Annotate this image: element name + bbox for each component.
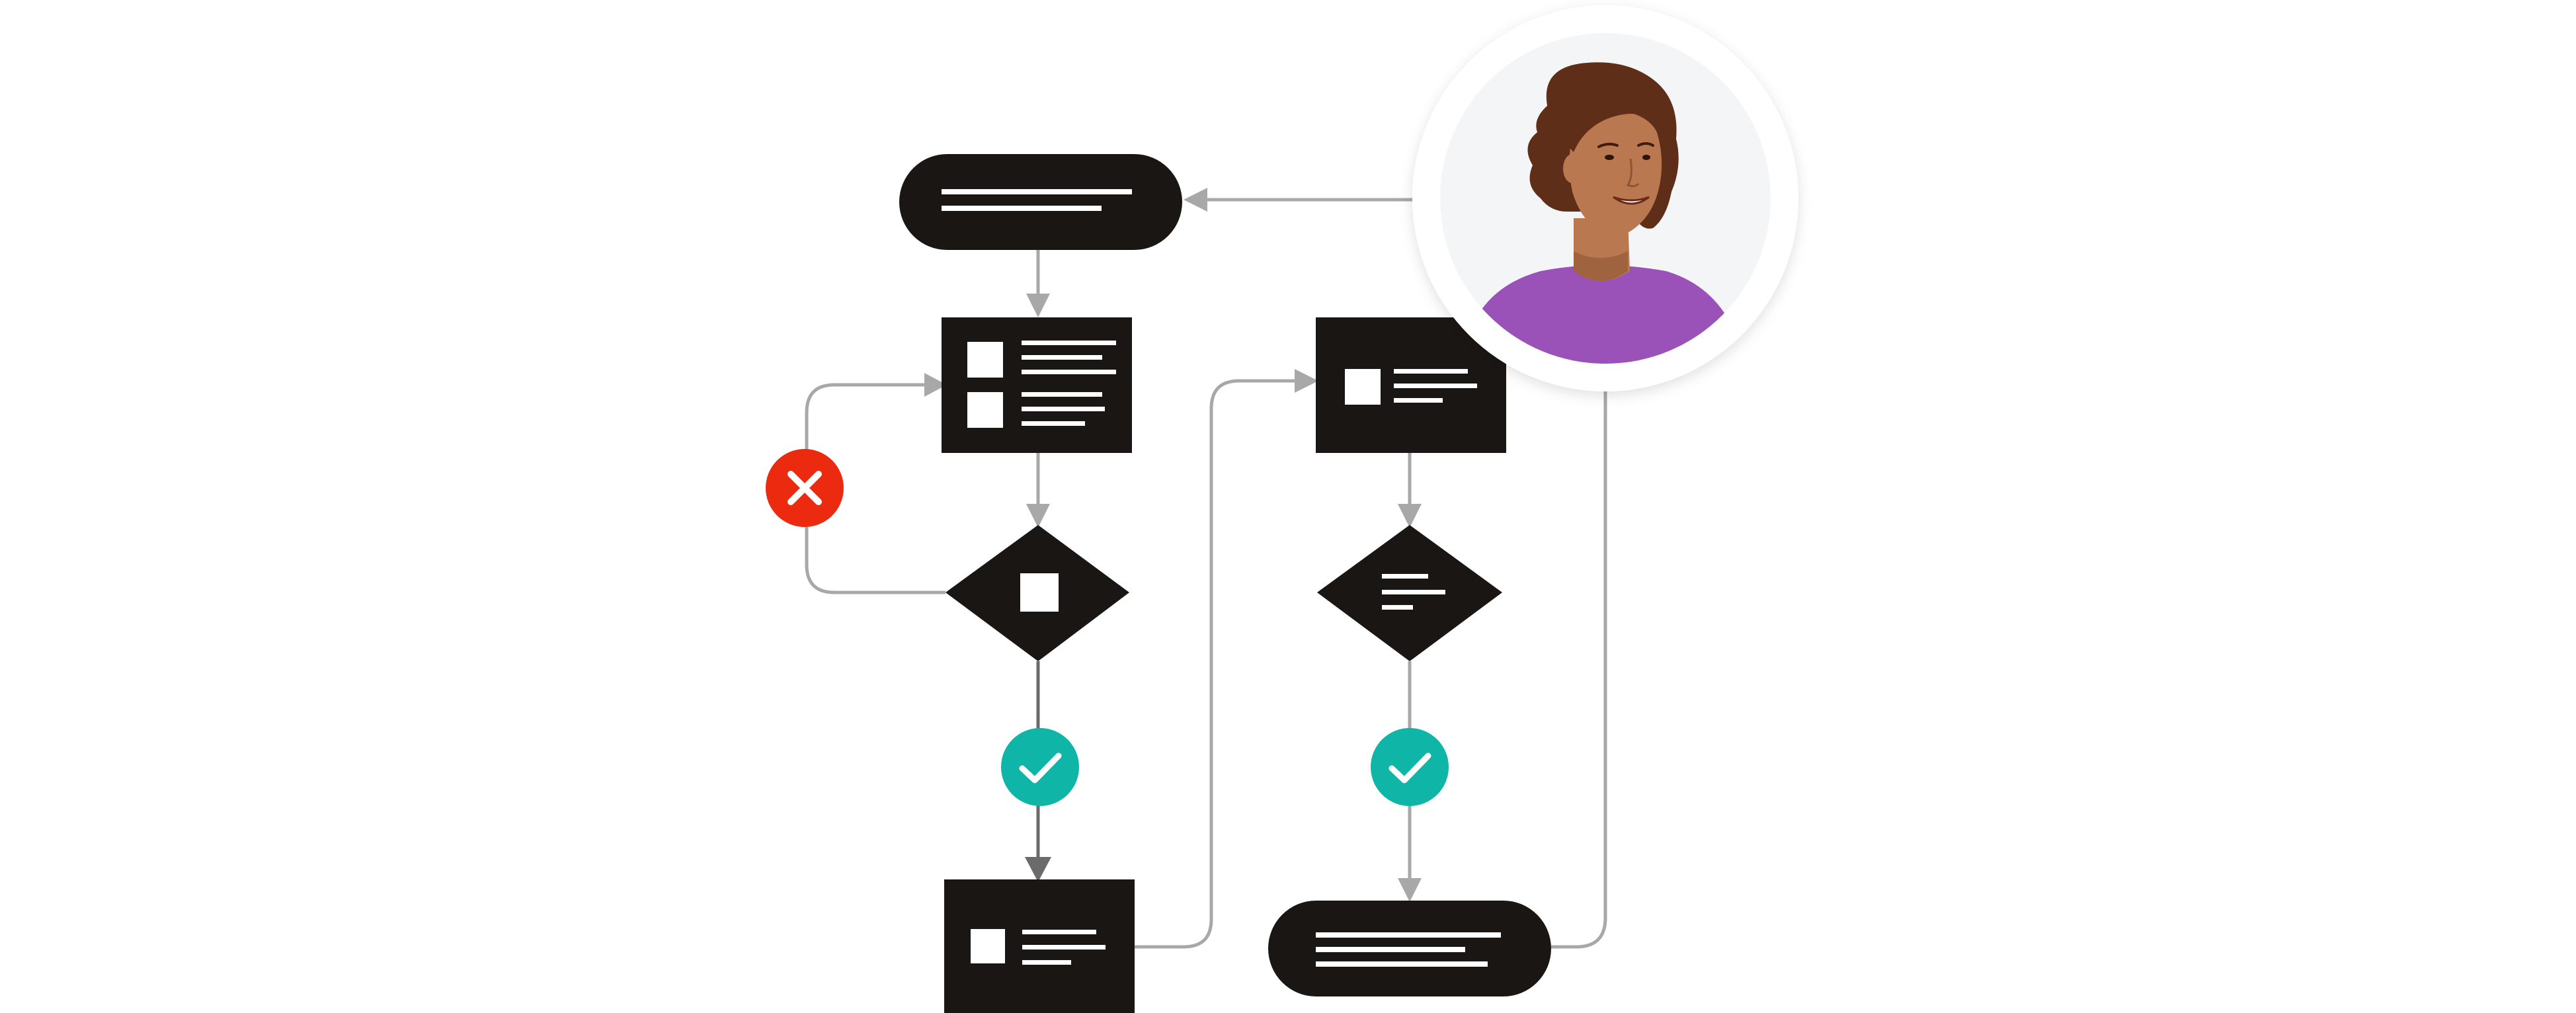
connector-end-to-avatar <box>1551 370 1607 949</box>
thumbnail-icon <box>1020 573 1059 612</box>
text-line <box>1316 961 1488 967</box>
end-terminal[interactable] <box>1268 901 1551 996</box>
text-line <box>1316 932 1501 938</box>
arrowhead <box>1398 504 1422 528</box>
text-line <box>1382 574 1428 579</box>
text-line <box>1022 407 1105 411</box>
arrowhead <box>1295 369 1318 393</box>
text-line <box>1022 930 1096 934</box>
text-line <box>1022 355 1102 360</box>
approve-badge-a[interactable] <box>1001 728 1079 806</box>
text-line <box>1022 370 1116 374</box>
connectors <box>805 198 1607 949</box>
text-line <box>1022 392 1102 397</box>
start-terminal[interactable] <box>899 154 1182 250</box>
connector-doc-c-to-doc-b <box>1135 379 1297 949</box>
text-line <box>1382 605 1413 610</box>
decision-node-a[interactable] <box>946 525 1129 661</box>
arrowhead-dark <box>1025 857 1051 882</box>
text-line <box>1394 369 1468 374</box>
text-line <box>942 189 1132 194</box>
x-icon <box>787 471 822 505</box>
person-illustration <box>1461 62 1746 364</box>
document-node-a[interactable] <box>942 317 1132 453</box>
thumbnail-icon <box>1345 369 1381 405</box>
text-line <box>1022 341 1116 345</box>
text-line <box>1382 590 1445 594</box>
check-icon <box>1019 752 1062 784</box>
text-line <box>1316 947 1465 952</box>
user-avatar[interactable] <box>1412 5 1798 391</box>
approve-badge-b[interactable] <box>1371 728 1449 806</box>
text-line <box>1022 421 1085 426</box>
text-line <box>942 206 1102 211</box>
document-node-c[interactable] <box>944 879 1135 1013</box>
thumbnail-icon <box>971 929 1005 963</box>
text-line <box>1394 384 1477 388</box>
thumbnail-icon <box>967 342 1003 378</box>
arrowhead <box>924 373 947 397</box>
text-line <box>1022 960 1071 965</box>
document-node-b[interactable] <box>1316 317 1506 453</box>
arrowhead <box>1184 188 1207 212</box>
thumbnail-icon <box>967 392 1003 428</box>
text-line <box>1022 945 1106 950</box>
check-icon <box>1389 752 1431 784</box>
decision-node-b[interactable] <box>1317 525 1502 661</box>
reject-badge[interactable] <box>766 449 844 527</box>
text-line <box>1394 398 1443 403</box>
arrowheads <box>924 188 1422 902</box>
arrowhead <box>1026 504 1050 528</box>
arrowhead <box>1026 294 1050 317</box>
arrowhead <box>1398 878 1422 902</box>
